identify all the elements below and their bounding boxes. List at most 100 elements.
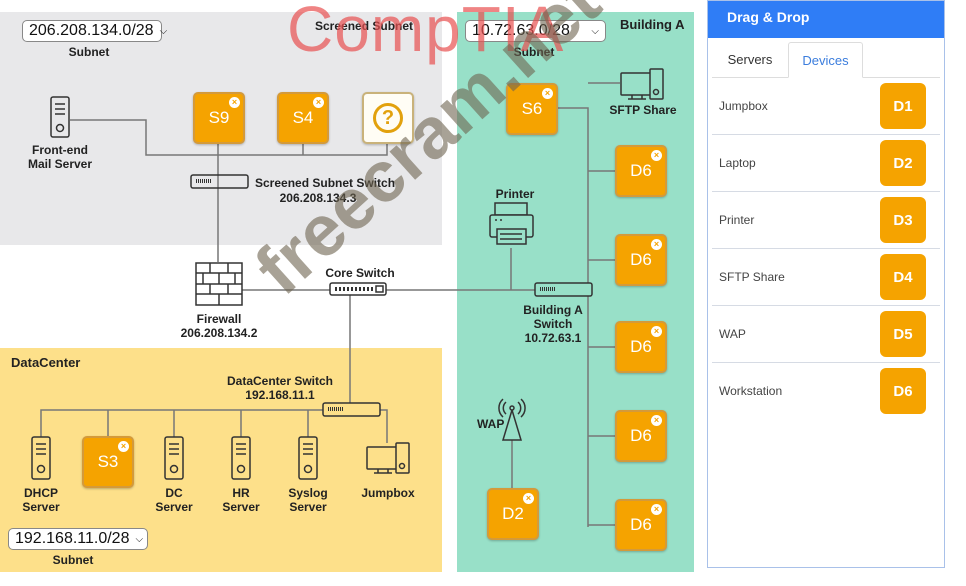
draggable-tile-d3[interactable]: D3 (880, 197, 926, 243)
wap-label: WAP (477, 417, 505, 431)
jumpbox-icon (366, 442, 410, 474)
tile-label: D2 (502, 504, 524, 523)
label-line: Server (289, 500, 327, 514)
draggable-tile-d5[interactable]: D5 (880, 311, 926, 357)
dropped-tile-d6[interactable]: D6× (615, 499, 667, 551)
datacenter-title: DataCenter (11, 355, 81, 370)
building-subnet-label: Subnet (513, 45, 555, 59)
screened-subnet-title: Screened Subnet (315, 19, 414, 33)
device-item-printer: Printer D3 (712, 192, 940, 249)
remove-icon[interactable]: × (651, 239, 662, 250)
comptia-watermark: CompTIA (287, 0, 565, 65)
remove-icon[interactable]: × (313, 97, 324, 108)
remove-icon[interactable]: × (523, 493, 534, 504)
dropped-tile-d2[interactable]: D2× (487, 488, 539, 540)
screened-subnet-select[interactable]: 206.208.134.0/28 ⌵ (22, 20, 167, 42)
label-line: DC (165, 486, 183, 500)
tile-label: D6 (630, 426, 652, 445)
screened-subnet-value: 206.208.134.0/28 (29, 22, 154, 39)
screened-switch-ip: 206.208.134.3 (279, 191, 357, 205)
sftp-share-label: SFTP Share (609, 103, 677, 117)
tile-label: D6 (630, 515, 652, 534)
tile-label: S6 (521, 99, 543, 118)
datacenter-subnet-label: Subnet (52, 553, 94, 567)
empty-drop-slot[interactable]: ? (362, 92, 414, 144)
device-name: Printer (719, 213, 755, 227)
remove-icon[interactable]: × (651, 150, 662, 161)
device-name: Workstation (719, 384, 783, 398)
tile-label: S3 (97, 452, 119, 471)
label-line: Building A (523, 303, 583, 317)
draggable-tile-d6[interactable]: D6 (880, 368, 926, 414)
remove-icon[interactable]: × (229, 97, 240, 108)
question-icon: ? (373, 103, 403, 133)
tab-devices[interactable]: Devices (788, 42, 863, 78)
tab-servers[interactable]: Servers (727, 52, 773, 67)
firewall-icon (195, 262, 243, 306)
remove-icon[interactable]: × (651, 504, 662, 515)
printer-icon (489, 202, 534, 245)
dropped-tile-s4[interactable]: S4× (277, 92, 329, 144)
device-item-workstation: Workstation D6 (712, 363, 940, 420)
datacenter-switch-icon (322, 402, 381, 417)
jumpbox-label: Jumpbox (361, 486, 415, 500)
remove-icon[interactable]: × (651, 415, 662, 426)
dropped-tile-d6[interactable]: D6× (615, 321, 667, 373)
label-line: 10.72.63.1 (524, 331, 582, 345)
datacenter-subnet-select[interactable]: 192.168.11.0/28 ⌵ (8, 528, 148, 550)
dc-server-icon (164, 436, 184, 480)
label-line: Syslog (288, 486, 328, 500)
dropped-tile-d6[interactable]: D6× (615, 234, 667, 286)
tile-label: D6 (630, 337, 652, 356)
device-name: SFTP Share (719, 270, 785, 284)
chevron-down-icon: ⌵ (591, 25, 599, 37)
building-subnet-select[interactable]: 10.72.63.0/28 ⌵ (465, 20, 606, 42)
panel-tabs: Servers Devices (712, 38, 940, 78)
network-links (31, 68, 664, 527)
dropped-tile-s9[interactable]: S9× (193, 92, 245, 144)
building-subnet-value: 10.72.63.0/28 (472, 22, 570, 39)
label-line: Mail Server (27, 157, 93, 171)
dropped-tile-s6[interactable]: S6× (506, 83, 558, 135)
building-a-switch-icon (534, 282, 593, 297)
label-line: DHCP (23, 486, 58, 500)
remove-icon[interactable]: × (651, 326, 662, 337)
printer-label: Printer (495, 187, 535, 201)
building-a-title: Building A (620, 17, 685, 32)
dropped-tile-d6[interactable]: D6× (615, 410, 667, 462)
datacenter-subnet-value: 192.168.11.0/28 (15, 530, 130, 547)
chevron-down-icon: ⌵ (135, 533, 144, 545)
syslog-server-icon (298, 436, 318, 480)
core-switch-icon (329, 282, 387, 296)
tile-label: S4 (292, 108, 314, 127)
draggable-tile-d1[interactable]: D1 (880, 83, 926, 129)
dropped-tile-s3[interactable]: S3× (82, 436, 134, 488)
chevron-down-icon: ⌵ (159, 25, 168, 37)
panel-title: Drag & Drop (708, 1, 944, 38)
remove-icon[interactable]: × (118, 441, 129, 452)
mail-server-icon (50, 96, 70, 138)
label-line: HR (232, 486, 250, 500)
draggable-tile-d2[interactable]: D2 (880, 140, 926, 186)
label-line: Server (22, 500, 60, 514)
device-item-sftp-share: SFTP Share D4 (712, 249, 940, 306)
label-line: Server (222, 500, 260, 514)
remove-icon[interactable]: × (542, 88, 553, 99)
label-line: Server (155, 500, 193, 514)
draggable-tile-d4[interactable]: D4 (880, 254, 926, 300)
switch-name: DataCenter Switch (226, 374, 334, 388)
tile-label: S9 (208, 108, 230, 127)
firewall-ip: 206.208.134.2 (180, 326, 258, 340)
dropped-tile-d6[interactable]: D6× (615, 145, 667, 197)
